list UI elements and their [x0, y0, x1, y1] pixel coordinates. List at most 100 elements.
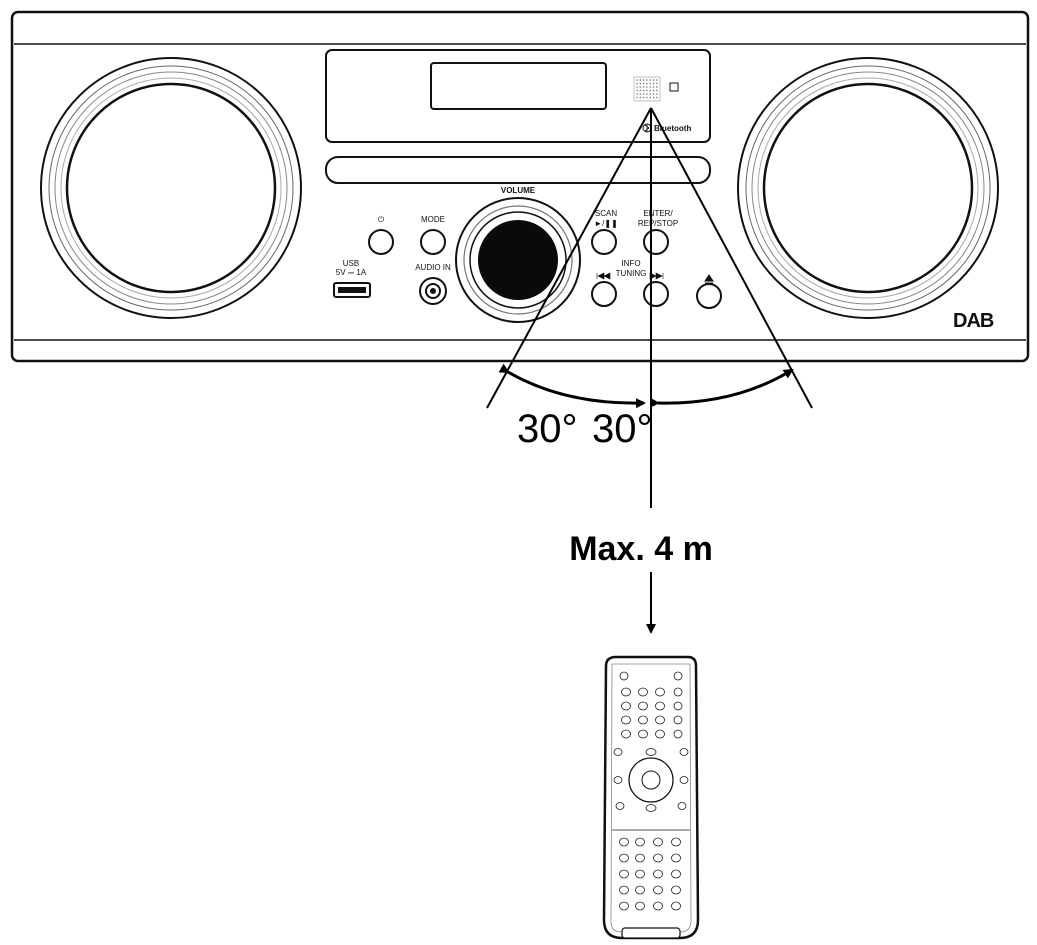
left-speaker [40, 57, 302, 319]
sensor-grille-dot [642, 96, 645, 99]
remote-button [677, 802, 687, 810]
sensor-grille-dot [656, 79, 658, 81]
sensor-grille-dot [639, 96, 642, 99]
sensor-grille-dot [649, 86, 651, 88]
remote-button [671, 885, 681, 895]
usb-port[interactable]: USB 5V ⎓ 1A [333, 259, 371, 298]
sensor-grille-dot [656, 82, 658, 85]
mode-label: MODE [421, 215, 445, 224]
remote-button [653, 901, 663, 911]
power-button[interactable]: ⏻ [368, 215, 394, 255]
volume-label: VOLUME [501, 186, 536, 195]
sensor-grille-dot [649, 79, 651, 81]
sensor-grille-dot [639, 82, 642, 85]
remote-button [673, 687, 683, 697]
ir-reception-cone: 30° 30° [486, 107, 813, 508]
remote-button [653, 885, 663, 895]
sensor-grille-dot [652, 96, 655, 99]
sensor-grille-dot [649, 89, 651, 92]
remote-button [621, 687, 631, 697]
power-icon: ⏻ [378, 215, 385, 224]
standby-led [669, 82, 679, 92]
remote-button [621, 701, 631, 711]
sensor-grille-dot [652, 89, 655, 92]
remote-button [673, 701, 683, 711]
right-angle-label: 30° [592, 407, 653, 451]
remote-button [621, 729, 631, 739]
info-tuning-labels: INFO TUNING [616, 259, 647, 278]
remote-button [655, 715, 665, 725]
usb-label-2: 5V ⎓ 1A [336, 268, 367, 277]
remote-button [638, 715, 648, 725]
scan-label-2: ►/❚❚ [594, 219, 618, 228]
remote-button [671, 901, 681, 911]
sensor-grille-dot [656, 86, 658, 88]
remote-button [671, 869, 681, 879]
volume-knob[interactable]: VOLUME [455, 186, 581, 323]
info-label-2: TUNING [616, 269, 647, 278]
remote-button-grid [613, 671, 689, 911]
remote-button [638, 729, 648, 739]
remote-button [619, 853, 629, 863]
sensor-grille-dot [642, 93, 645, 95]
sensor-grille-dot [646, 82, 648, 85]
remote-bottom-tab [621, 927, 681, 939]
remote-button [615, 802, 625, 810]
remote-button [653, 853, 663, 863]
sensor-grille-dot [656, 93, 658, 95]
sensor-grille-dot [649, 93, 651, 95]
eject-button[interactable] [696, 274, 722, 309]
previous-button[interactable] [591, 272, 617, 307]
sensor-grille-dot [646, 89, 648, 92]
enter-label-2: REP/STOP [638, 219, 678, 228]
display-panel: Bluetooth [325, 49, 711, 143]
remote-button [619, 869, 629, 879]
remote-button [621, 715, 631, 725]
remote-button [653, 837, 663, 847]
sensor-grille-dot [642, 89, 645, 92]
sensor-grille-dot [636, 89, 638, 92]
sensor-grille-dot [649, 82, 651, 85]
cone-right-edge [650, 107, 813, 409]
remote-control [602, 655, 700, 940]
left-angle-arc [498, 363, 646, 409]
remote-button [635, 837, 645, 847]
sensor-grille-dot [652, 82, 655, 85]
remote-button [653, 869, 663, 879]
remote-button [619, 837, 629, 847]
sensor-grille-dot [636, 96, 638, 99]
audio-in-jack[interactable]: AUDIO IN [415, 263, 451, 305]
mode-button[interactable]: MODE [420, 215, 446, 255]
scan-play-pause-button[interactable]: SCAN ►/❚❚ [591, 209, 618, 255]
sensor-grille-dot [642, 79, 645, 81]
sensor-grille-dot [652, 86, 655, 88]
skip-back-icon [596, 272, 611, 280]
cd-slot [325, 156, 711, 184]
right-angle-arc [649, 368, 794, 408]
sensor-grille-dot [646, 93, 648, 95]
sensor-grille-dot [646, 86, 648, 88]
cone-left-edge [486, 107, 652, 409]
right-speaker [737, 57, 999, 319]
sensor-grille-dot [642, 86, 645, 88]
remote-button [655, 729, 665, 739]
sensor-grille-dot [656, 96, 658, 99]
sensor-grille-dot [646, 79, 648, 81]
remote-button [673, 729, 683, 739]
remote-button [655, 687, 665, 697]
sensor-grille-dot [639, 86, 642, 88]
max-distance-label: Max. 4 m [569, 530, 713, 568]
enter-label-1: ENTER/ [643, 209, 673, 218]
sensor-grille-dot [636, 86, 638, 88]
sensor-grille-dot [646, 96, 648, 99]
sensor-grille-dot [636, 93, 638, 95]
remote-button [673, 715, 683, 725]
remote-button [638, 701, 648, 711]
audio-in-label: AUDIO IN [415, 263, 451, 272]
remote-button [638, 687, 648, 697]
distance-indicator: Max. 4 m [548, 526, 750, 634]
usb-label-1: USB [343, 259, 359, 268]
sensor-grille-dot [652, 93, 655, 95]
radio-unit: Bluetooth ⏻ MODE USB 5V ⎓ 1A AUDIO IN [10, 10, 1030, 363]
